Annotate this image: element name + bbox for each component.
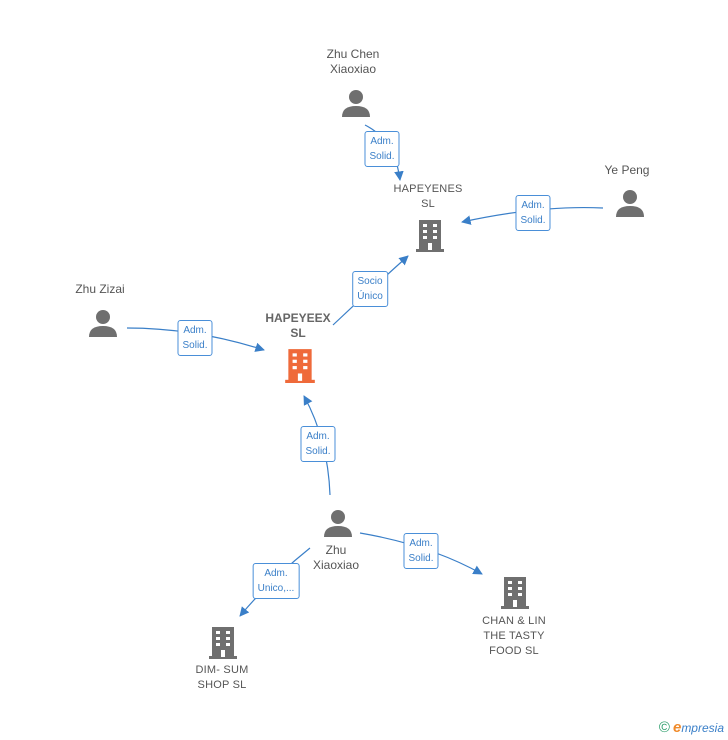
edge-label-zhu-xiaoxiao-chan-lin[interactable]: Adm. Solid. [403,533,439,569]
node-label-dim-sum[interactable]: DIM- SUM SHOP SL [195,664,249,691]
person-icon [342,90,370,117]
node-label-zhu-xiaoxiao[interactable]: Zhu Xiaoxiao [312,543,360,572]
edge-label-hapeyeex-hapeyenes[interactable]: Socio Único [352,271,388,307]
person-icon [89,310,117,337]
node-label-zhu-zizai[interactable]: Zhu Zizai [75,282,125,296]
person-icon [616,190,644,217]
edge-label-zhu-xiaoxiao-dim-sum[interactable]: Adm. Unico,... [252,563,300,599]
node-label-chan-lin[interactable]: CHAN & LIN THE TASTY FOOD SL [482,615,546,657]
edge-label-zhu-xiaoxiao-hapeyeex[interactable]: Adm. Solid. [300,426,336,462]
person-icon [324,510,352,537]
building-icon [501,577,529,609]
brand-footer: © empresia [659,719,724,736]
node-label-ye-peng[interactable]: Ye Peng [604,163,650,177]
brand-logo: empresia [672,719,724,736]
node-label-zhu-chen[interactable]: Zhu Chen Xiaoxiao [326,47,380,76]
building-icon [416,220,444,252]
building-icon [285,349,315,383]
edge-label-zhu-zizai-hapeyeex[interactable]: Adm. Solid. [177,320,213,356]
edge-label-ye-peng-hapeyenes[interactable]: Adm. Solid. [515,195,551,231]
node-label-hapeyenes[interactable]: HAPEYENES SL [393,183,463,210]
copyright-icon: © [658,719,670,736]
edge-label-zhu-chen-hapeyenes[interactable]: Adm. Solid. [364,131,400,167]
node-label-hapeyeex[interactable]: HAPEYEEX SL [265,311,331,340]
building-icon [209,627,237,659]
